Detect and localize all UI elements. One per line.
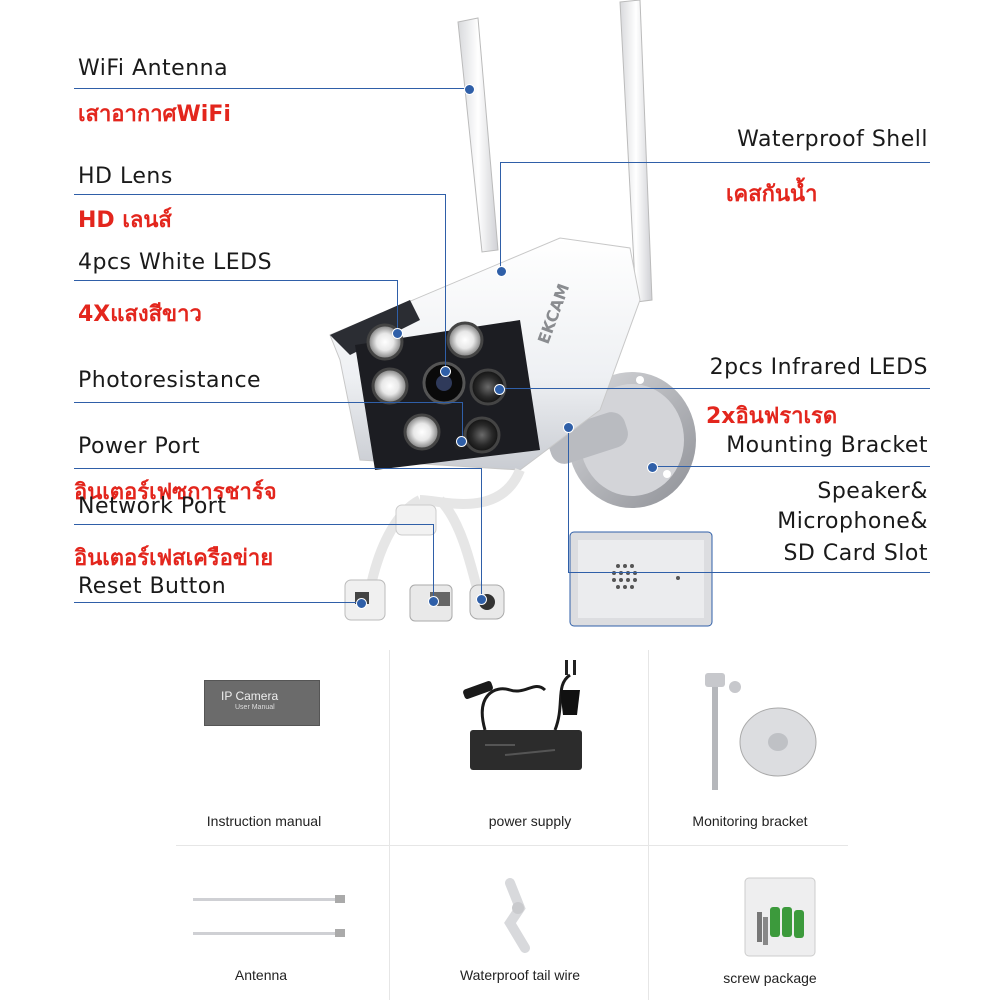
antenna-image — [193, 895, 345, 937]
camera-illustration: EKCAM — [329, 0, 713, 627]
caption-power-supply: power supply — [488, 813, 572, 829]
power-supply-image — [463, 660, 582, 770]
manual-title: IP Camera — [221, 689, 279, 703]
label-photoresistance: Photoresistance — [78, 368, 262, 393]
antenna-graphic — [457, 0, 653, 303]
label-wifi-antenna-th: เสาอากาศWiFi — [78, 102, 231, 127]
label-hd-lens: HD Lens — [78, 164, 173, 189]
label-network-port: Network Port — [78, 494, 227, 519]
label-reset-button: Reset Button — [78, 574, 227, 599]
cables-graphic — [344, 467, 525, 622]
caption-antenna: Antenna — [234, 967, 288, 983]
caption-instruction-manual: Instruction manual — [206, 813, 322, 829]
label-wifi-antenna: WiFi Antenna — [78, 56, 229, 81]
bracket-image — [705, 673, 817, 790]
label-speaker-line3: SD Card Slot — [783, 541, 928, 566]
label-hd-lens-th: HD เลนส์ — [78, 208, 172, 233]
caption-monitoring-bracket: Monitoring bracket — [692, 813, 808, 829]
label-infrared-leds: 2pcs Infrared LEDS — [709, 355, 928, 380]
label-speaker-line2: Microphone& — [777, 509, 928, 534]
caption-waterproof-tail-wire: Waterproof tail wire — [459, 967, 581, 983]
screw-package-image — [744, 877, 816, 957]
leds-graphic — [366, 321, 507, 454]
caption-screw-package: screw package — [723, 970, 817, 986]
speaker-box-graphic — [569, 531, 713, 627]
package-item-manual: IP Camera User Manual — [180, 660, 380, 840]
label-white-leds: 4pcs White LEDS — [78, 250, 273, 275]
label-network-port-th: อินเตอร์เฟสเครือข่าย — [74, 546, 274, 571]
manual-image: IP Camera User Manual — [204, 680, 320, 726]
label-waterproof-shell: Waterproof Shell — [737, 127, 928, 152]
label-mounting-bracket: Mounting Bracket — [726, 433, 928, 458]
label-infrared-leds-th: 2xอินฟราเรด — [706, 404, 838, 429]
label-power-port: Power Port — [78, 434, 201, 459]
manual-subtitle: User Manual — [235, 704, 275, 711]
tail-wire-image — [504, 878, 530, 953]
label-power-port-th: อินเตอร์เฟซการชาร์จ — [74, 480, 277, 505]
label-white-leds-th: 4Xแสงสีขาว — [78, 302, 202, 327]
label-waterproof-shell-th: เคสกันน้ำ — [726, 182, 818, 207]
label-speaker-line1: Speaker& — [817, 479, 928, 504]
